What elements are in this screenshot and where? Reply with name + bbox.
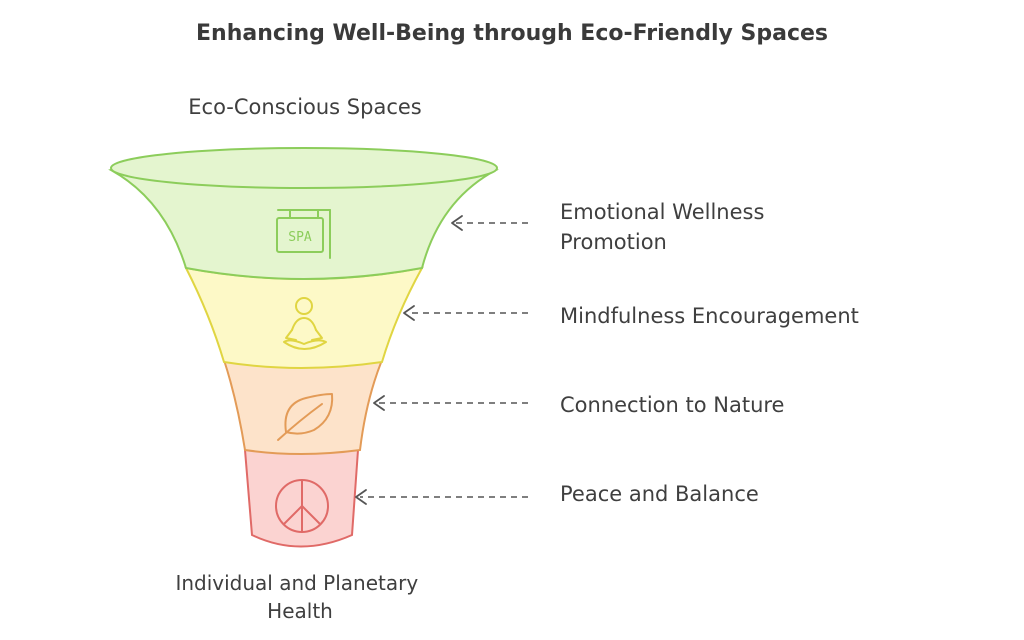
peace-icon xyxy=(275,479,329,533)
leaf-icon xyxy=(277,393,334,441)
diagram-title: Enhancing Well-Being through Eco-Friendl… xyxy=(196,21,828,46)
funnel xyxy=(108,147,499,548)
funnel-top-label: Eco-Conscious Spaces xyxy=(188,95,421,119)
spa-sign-icon: SPA xyxy=(276,209,331,259)
meditation-icon xyxy=(283,297,327,350)
stage-label-nature: Connection to Nature xyxy=(560,393,784,417)
arrow-nature xyxy=(373,395,528,411)
spa-sign-text: SPA xyxy=(288,230,312,245)
stage-label-emotional: Emotional Wellness Promotion xyxy=(560,200,771,254)
funnel-bottom-label: Individual and Planetary Health xyxy=(175,571,424,623)
funnel-segment-3 xyxy=(222,358,384,455)
arrow-mindfulness xyxy=(403,305,528,321)
arrow-emotional xyxy=(451,215,528,231)
arrow-peace xyxy=(355,489,528,505)
stage-label-peace: Peace and Balance xyxy=(560,482,759,506)
stage-label-mindfulness: Mindfulness Encouragement xyxy=(560,304,859,328)
funnel-rim xyxy=(110,147,498,189)
